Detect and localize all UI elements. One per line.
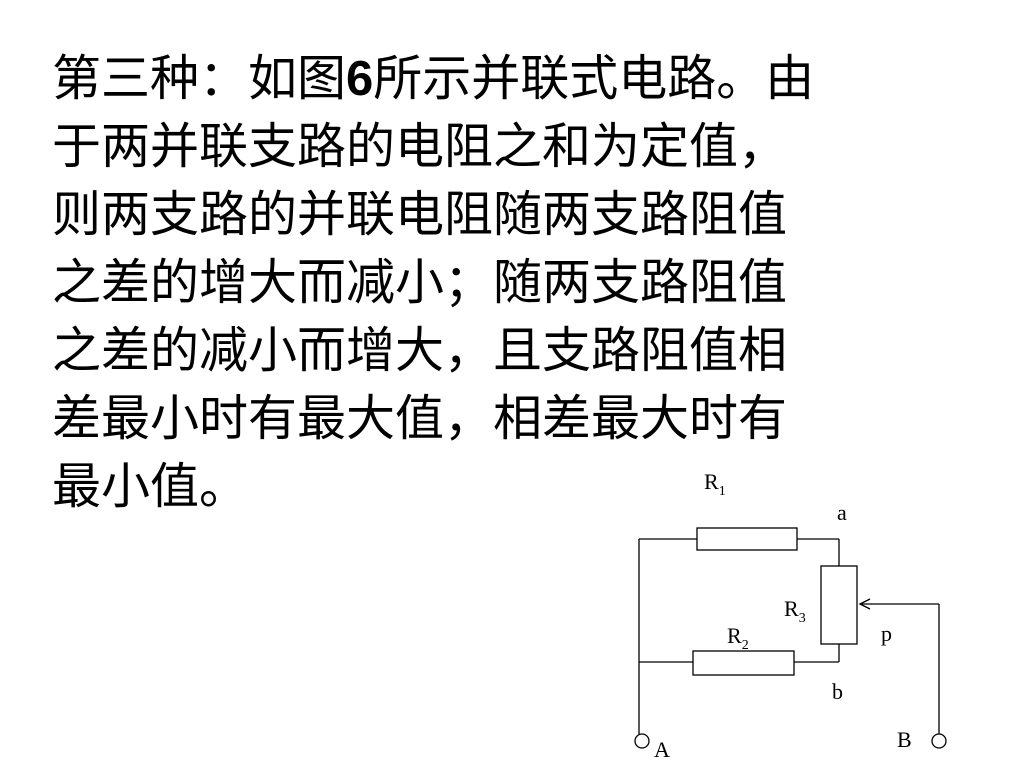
label-terminal-b: B [897,727,912,752]
figure-number: 6 [346,52,374,106]
resistor-r1 [696,527,798,551]
resistor-r3 [820,565,858,645]
label-r1: R1 [704,469,726,499]
terminal-a-circle [634,733,650,749]
label-r2: R2 [727,623,749,653]
slider-arrowhead [858,598,871,610]
terminal-b-circle [931,733,947,749]
label-node-p: p [881,621,892,646]
label-r3: R3 [784,596,806,626]
text-line-1: 第三种：如图6所示并联式电路。由 [52,50,815,107]
label-node-b: b [832,679,843,704]
label-terminal-a: A [654,737,670,762]
text-line-3: 则两支路的并联电阻随两支路阻值 [52,186,788,243]
text-line-2: 于两并联支路的电阻之和为定值， [52,118,788,175]
text-line-7: 最小值。 [52,458,249,515]
description-paragraph: 第三种：如图6所示并联式电路。由 于两并联支路的电阻之和为定值， 则两支路的并联… [52,45,952,521]
text-line-5: 之差的减小而增大，且支路阻值相 [52,322,788,379]
text-line-4: 之差的增大而减小；随两支路阻值 [52,254,788,311]
label-node-a: a [837,500,847,525]
text-line-6: 差最小时有最大值，相差最大时有 [52,390,788,447]
resistor-r2 [692,650,795,676]
